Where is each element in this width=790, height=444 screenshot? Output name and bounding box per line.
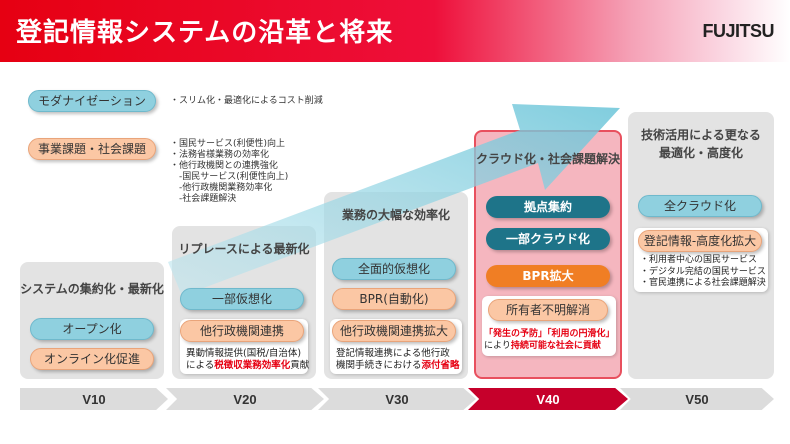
timeline-v20: V20	[166, 388, 324, 410]
partial-cloud-badge: 一部クラウド化	[486, 228, 610, 250]
v30-note: 登記情報連携による他行政 機関手続きにおける添付省略	[336, 348, 460, 372]
agency-cooperation-expansion-badge: 他行政機関連携拡大	[332, 320, 456, 342]
page-title: 登記情報システムの沿革と将来	[16, 18, 394, 48]
legend-business-line: ・他行政機関との連携強化	[170, 161, 278, 171]
stage-v10-title: システムの集約化・最新化	[20, 282, 164, 296]
timeline-v10: V10	[20, 388, 168, 410]
v40-note-prefix: により	[484, 341, 511, 351]
v50-note: ・利用者中心の国民サービス ・デジタル完結の国民サービス ・官民連携による社会課…	[640, 255, 766, 290]
site-consolidation-badge: 拠点集約	[486, 196, 610, 218]
legend-business-line: -社会課題解決	[170, 194, 237, 204]
v30-note-highlight: 添付省略	[421, 360, 460, 371]
full-virtualization-badge: 全面的仮想化	[332, 258, 456, 280]
v30-note-line2: 機関手続きにおける添付省略	[336, 360, 460, 372]
legend-business-line: -国民サービス(利便性向上)	[170, 172, 289, 182]
v20-note-prefix: による	[186, 360, 215, 371]
legend-business-line: ・法務省様業務の効率化	[170, 150, 270, 160]
legend-modernization-badge: モダナイゼーション	[28, 90, 156, 112]
open-system-badge: オープン化	[30, 318, 154, 340]
v40-note-line1: 「発生の予防」「利用の円滑化」	[484, 329, 615, 339]
legend-modernization-desc: ・スリム化・最適化によるコスト削減	[170, 96, 323, 106]
v50-note-line: ・利用者中心の国民サービス	[640, 255, 758, 265]
legend-business-desc: ・国民サービス(利便性)向上 ・法務省様業務の効率化 ・他行政機関との連携強化 …	[170, 139, 288, 205]
v30-note-prefix: 機関手続きにおける	[336, 360, 422, 371]
timeline-v50: V50	[620, 388, 774, 410]
timeline-v30: V30	[318, 388, 476, 410]
v50-note-line: ・官民連携による社会課題解決	[640, 278, 766, 288]
header-banner: 登記情報システムの沿革と将来 FUJITSU	[0, 0, 790, 62]
v20-note-suffix: 貢献	[290, 360, 310, 371]
stage-v50-title-line1: 技術活用による更なる	[641, 128, 761, 142]
v30-note-line1: 登記情報連携による他行政	[336, 348, 450, 359]
legend-business-line: -他行政機関業務効率化	[170, 183, 273, 193]
partial-virtualization-badge: 一部仮想化	[180, 288, 304, 310]
v40-note-line2: により持続可能な社会に貢献	[484, 340, 615, 352]
agency-cooperation-badge: 他行政機関連携	[180, 320, 304, 342]
legend-business-badge: 事業課題・社会課題	[28, 138, 156, 160]
stage-v50-title: 技術活用による更なる 最適化・高度化	[628, 126, 774, 162]
v20-note-line2: による税徴収業務効率化貢献	[186, 360, 309, 372]
fujitsu-logo: FUJITSU	[702, 21, 774, 41]
timeline-v40: V40	[468, 388, 628, 410]
full-cloud-badge: 全クラウド化	[638, 195, 762, 217]
v20-note: 異動情報提供(国税/自治体) による税徴収業務効率化貢献	[186, 348, 309, 372]
unknown-owner-resolution-badge: 所有者不明解消	[488, 299, 608, 321]
growth-arrow-shape	[168, 104, 620, 296]
v20-note-line1: 異動情報提供(国税/自治体)	[186, 348, 302, 359]
v40-note-highlight: 持続可能な社会に貢献	[510, 341, 601, 351]
registry-advancement-badge: 登記情報-高度化拡大	[638, 230, 762, 252]
stage-v20-title: リプレースによる最新化	[178, 242, 310, 256]
v20-note-highlight: 税徴収業務効率化	[214, 360, 291, 371]
stage-v50-title-line2: 最適化・高度化	[658, 146, 743, 160]
bpr-expansion-badge: BPR拡大	[486, 265, 610, 287]
v50-note-line: ・デジタル完結の国民サービス	[640, 266, 766, 277]
stage-v40-title: クラウド化・社会課題解決	[475, 152, 620, 166]
v40-note: 「発生の予防」「利用の円滑化」 により持続可能な社会に貢献	[484, 328, 615, 352]
legend-business-line: ・国民サービス(利便性)向上	[170, 139, 286, 149]
stage-v30-title: 業務の大幅な効率化	[341, 208, 450, 222]
online-promotion-badge: オンライン化促進	[30, 348, 154, 370]
bpr-automation-badge: BPR(自動化)	[332, 288, 456, 310]
